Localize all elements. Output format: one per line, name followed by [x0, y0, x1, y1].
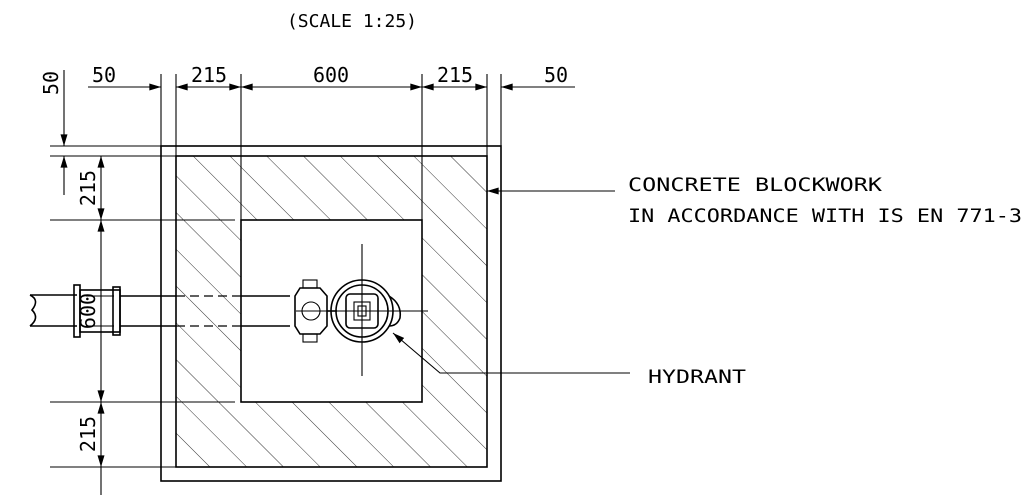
hydrant-symbol	[296, 244, 428, 376]
left-extension-lines	[50, 145, 235, 468]
blockwork-label-line2: IN ACCORDANCE WITH IS EN 771-3	[628, 205, 1022, 227]
dim-top-left-offset: 50	[92, 63, 116, 87]
dim-top-right-offset: 50	[544, 63, 568, 87]
blockwork-label-line1: CONCRETE BLOCKWORK	[628, 174, 883, 196]
incoming-pipe	[29, 284, 176, 338]
dim-left-wall-bottom: 215	[76, 416, 100, 452]
hydrant-label: HYDRANT	[648, 366, 746, 388]
dim-left-top-offset: 50	[39, 71, 63, 95]
top-extension-lines	[160, 74, 502, 220]
scale-title: (SCALE 1:25)	[287, 11, 417, 32]
wall-outer-edge	[175, 155, 488, 468]
dim-left-wall-top: 215	[76, 170, 100, 206]
dim-top-wall-right: 215	[437, 63, 473, 87]
dim-top-wall-left: 215	[191, 63, 227, 87]
pipe-hidden-section	[176, 295, 290, 327]
dim-top-chamber: 600	[313, 63, 349, 87]
base-slab-outline	[160, 145, 502, 482]
left-dimension-lines	[60, 70, 105, 495]
hydrant-leader	[392, 332, 630, 374]
